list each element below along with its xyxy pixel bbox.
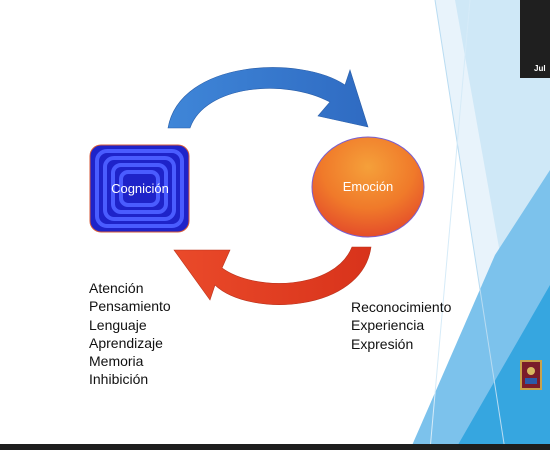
university-crest-logo: [520, 360, 542, 390]
list-item: Inhibición: [89, 371, 149, 388]
list-item: Lenguaje: [89, 316, 147, 333]
list-item: Aprendizaje: [89, 334, 163, 351]
presenter-label: Jul: [534, 64, 546, 73]
top-arrow: [167, 67, 369, 129]
list-item: Memoria: [89, 353, 144, 370]
emotion-components-list: Reconocimiento Experiencia Expresión: [351, 298, 451, 353]
list-item: Reconocimiento: [351, 299, 452, 315]
list-item: Experiencia: [351, 317, 425, 334]
bottom-arrow: [173, 246, 372, 305]
cognition-label: Cognición: [111, 181, 169, 196]
list-item: Expresión: [351, 335, 414, 352]
list-item: Atención: [89, 280, 144, 296]
emotion-label: Emoción: [343, 179, 394, 194]
cognition-node: [89, 144, 190, 233]
slide-decoration: [410, 0, 550, 450]
bottom-bar: [0, 444, 550, 450]
emotion-node: [311, 136, 425, 238]
list-item: Pensamiento: [89, 298, 171, 315]
cognition-functions-list: Atención Pensamiento Lenguaje Aprendizaj…: [89, 279, 171, 389]
